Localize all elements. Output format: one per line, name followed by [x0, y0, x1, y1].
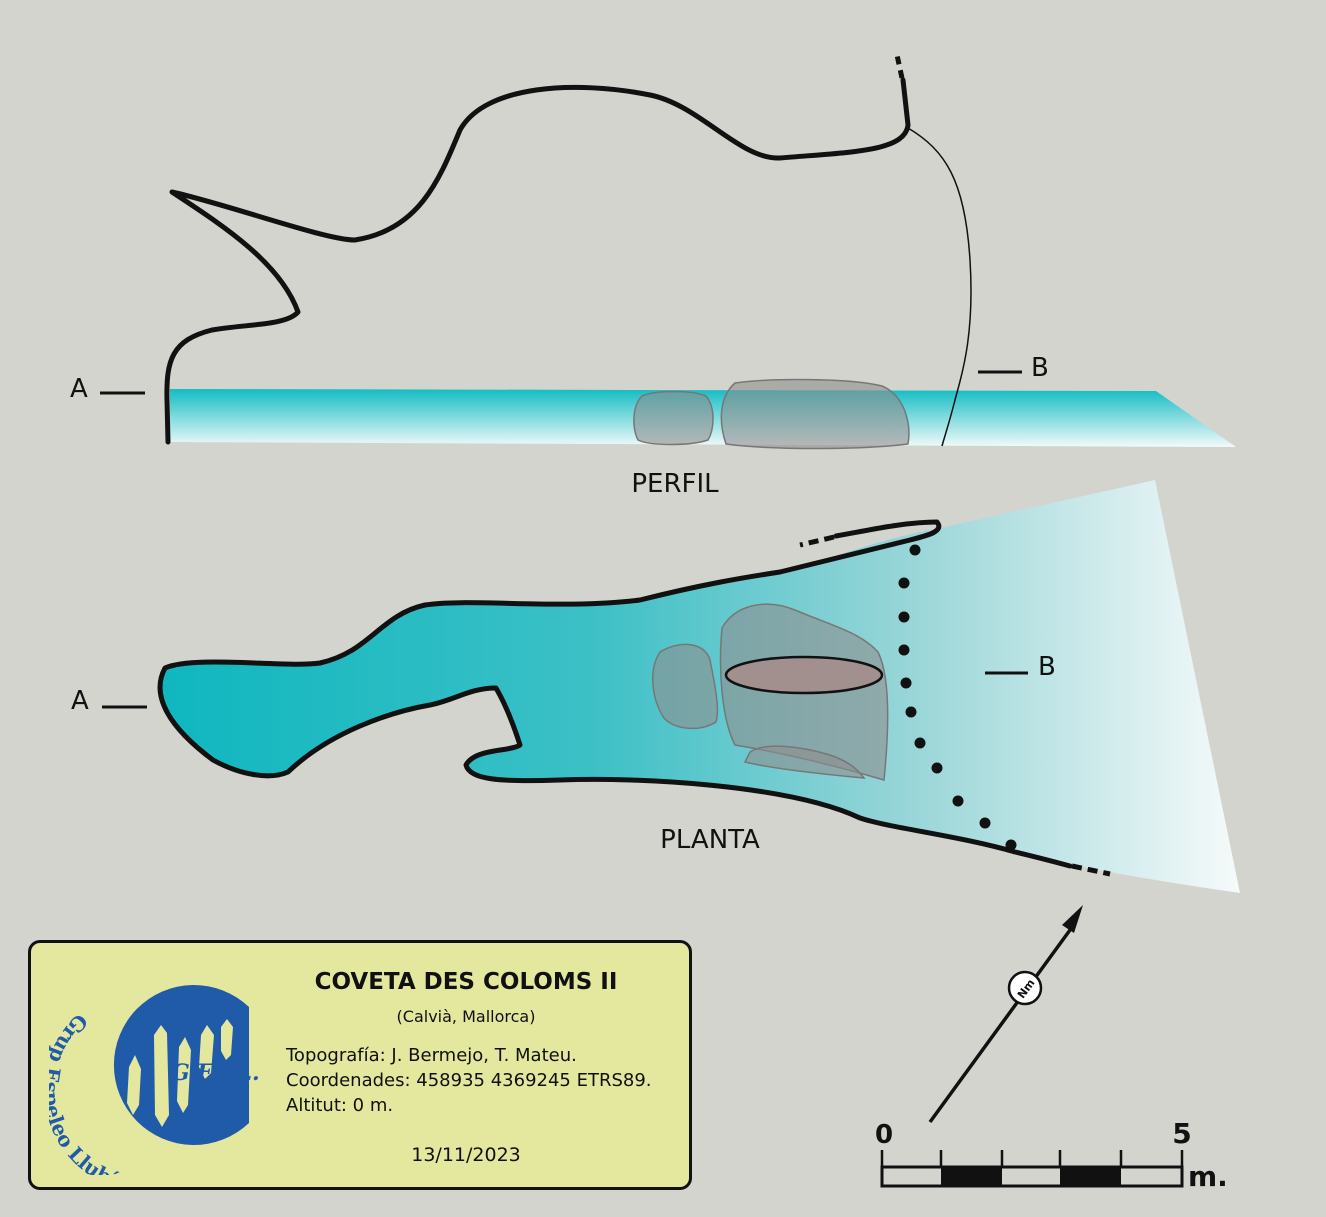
north-arrow: Nm — [928, 905, 1083, 1124]
altitude: Altitut: 0 m. — [286, 1095, 394, 1116]
cave-title: COVETA DES COLOMS II — [314, 969, 618, 995]
plan-outline-dashed-bottom — [1071, 863, 1111, 877]
profile-cave-outline — [164, 77, 911, 445]
scale-unit-label: m. — [1188, 1160, 1228, 1193]
profile-thin-wall — [907, 127, 972, 447]
plan-block-bottom — [743, 745, 866, 779]
cave-location: (Calvià, Mallorca) — [396, 1007, 536, 1026]
profile-view: A B PERFIL — [70, 54, 1236, 499]
plan-dripline-dots — [898, 544, 1017, 851]
coordinates: Coordenades: 458935 4369245 ETRS89. — [286, 1070, 652, 1091]
profile-section-b-label: B — [1031, 353, 1049, 383]
survey-details: Topografía: J. Bermejo, T. Mateu. Coorde… — [286, 1043, 652, 1118]
profile-block-left — [633, 390, 714, 446]
profile-outline-dashed — [894, 54, 905, 79]
profile-block-right — [720, 378, 910, 450]
stalactite-icon — [127, 1019, 233, 1127]
north-arrow-head — [1062, 905, 1083, 933]
logo-org-name: Grup Espeleo Llubí — [49, 1009, 121, 1175]
logo-initials: G.E.LL. — [171, 1060, 260, 1086]
plan-label: PLANTA — [660, 825, 760, 855]
scale-bar: 0 5 m. — [875, 1117, 1228, 1193]
plan-shaft-ellipse — [724, 655, 884, 695]
plan-section-b-label: B — [1038, 652, 1056, 682]
scale-start-label: 0 — [875, 1120, 893, 1150]
plan-view: A B PLANTA — [71, 480, 1240, 893]
plan-outline-dashed-top — [799, 534, 835, 548]
profile-label: PERFIL — [631, 469, 719, 499]
topography-credit: Topografía: J. Bermejo, T. Mateu. — [286, 1045, 577, 1066]
info-box: G.E.LL. Grup Espeleo Llubí COVETA DES CO… — [28, 940, 692, 1190]
plan-section-a-label: A — [71, 686, 89, 716]
plan-cave-outline — [157, 519, 1073, 869]
gell-logo: G.E.LL. Grup Espeleo Llubí — [49, 985, 260, 1175]
survey-date: 13/11/2023 — [411, 1144, 521, 1166]
plan-block-small — [652, 643, 719, 730]
scale-end-label: 5 — [1172, 1117, 1191, 1150]
profile-section-a-label: A — [70, 374, 88, 404]
north-arrow-circle — [1007, 970, 1043, 1006]
